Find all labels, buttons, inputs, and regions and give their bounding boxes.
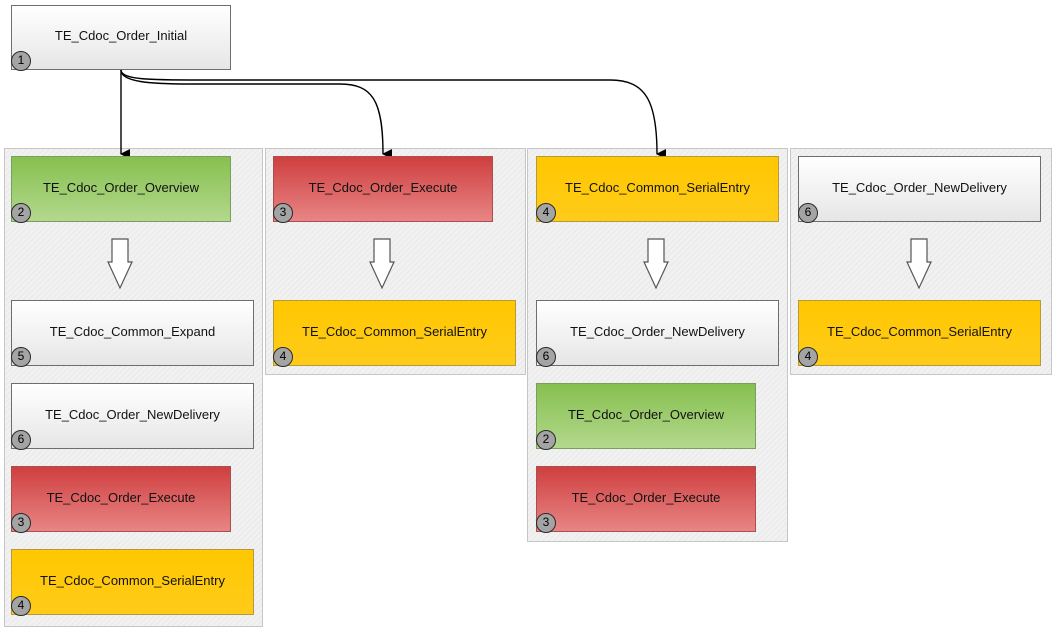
node-label: TE_Cdoc_Common_SerialEntry (40, 572, 225, 588)
node-order-execute[interactable]: TE_Cdoc_Order_Execute 3 (11, 466, 231, 533)
step-badge: 2 (11, 203, 31, 223)
step-badge: 5 (11, 347, 31, 367)
node-label: TE_Cdoc_Order_NewDelivery (45, 406, 220, 422)
node-order-newdelivery[interactable]: TE_Cdoc_Order_NewDelivery 6 (536, 300, 779, 367)
flow-arrow-execute (369, 238, 395, 290)
step-badge: 6 (536, 347, 556, 367)
step-badge: 4 (11, 596, 31, 616)
node-label: TE_Cdoc_Common_SerialEntry (565, 179, 750, 195)
node-order-execute[interactable]: TE_Cdoc_Order_Execute 3 (273, 156, 493, 223)
node-label: TE_Cdoc_Order_Initial (54, 28, 188, 43)
node-label: TE_Cdoc_Common_Expand (49, 323, 216, 339)
node-common-serialentry[interactable]: TE_Cdoc_Common_SerialEntry 4 (11, 549, 254, 616)
step-badge: 4 (798, 347, 818, 367)
node-label: TE_Cdoc_Order_NewDelivery (832, 179, 1007, 195)
node-order-overview[interactable]: TE_Cdoc_Order_Overview 2 (536, 383, 756, 450)
step-badge: 2 (536, 430, 556, 450)
step-badge: 3 (536, 513, 556, 533)
node-common-expand[interactable]: TE_Cdoc_Common_Expand 5 (11, 300, 254, 367)
node-label: TE_Cdoc_Order_Execute (308, 179, 458, 195)
step-badge: 3 (273, 203, 293, 223)
step-badge: 4 (536, 203, 556, 223)
step-badge: 3 (11, 513, 31, 533)
node-order-newdelivery[interactable]: TE_Cdoc_Order_NewDelivery 6 (798, 156, 1041, 223)
connector-to-execute (120, 69, 393, 159)
node-order-execute[interactable]: TE_Cdoc_Order_Execute 3 (536, 466, 756, 533)
flow-arrow-newdelivery (906, 238, 932, 290)
node-order-newdelivery[interactable]: TE_Cdoc_Order_NewDelivery 6 (11, 383, 254, 450)
step-badge: 6 (11, 430, 31, 450)
node-label: TE_Cdoc_Common_SerialEntry (827, 323, 1012, 339)
step-badge: 6 (798, 203, 818, 223)
node-common-serialentry[interactable]: TE_Cdoc_Common_SerialEntry 4 (798, 300, 1041, 367)
node-label: TE_Cdoc_Common_SerialEntry (302, 323, 487, 339)
flow-arrow-overview (107, 238, 133, 290)
connector-to-serialentry (120, 69, 667, 159)
node-order-initial[interactable]: TE_Cdoc_Order_Initial 1 (11, 5, 231, 71)
node-label: TE_Cdoc_Order_Execute (46, 489, 196, 505)
node-common-serialentry[interactable]: TE_Cdoc_Common_SerialEntry 4 (273, 300, 516, 367)
flow-arrow-serialentry (643, 238, 669, 290)
node-label: TE_Cdoc_Order_NewDelivery (570, 323, 745, 339)
node-common-serialentry[interactable]: TE_Cdoc_Common_SerialEntry 4 (536, 156, 779, 223)
node-label: TE_Cdoc_Order_Execute (571, 489, 721, 505)
step-badge: 1 (11, 51, 31, 71)
node-label: TE_Cdoc_Order_Overview (42, 179, 200, 195)
node-label: TE_Cdoc_Order_Overview (567, 406, 725, 422)
step-badge: 4 (273, 347, 293, 367)
node-order-overview[interactable]: TE_Cdoc_Order_Overview 2 (11, 156, 231, 223)
